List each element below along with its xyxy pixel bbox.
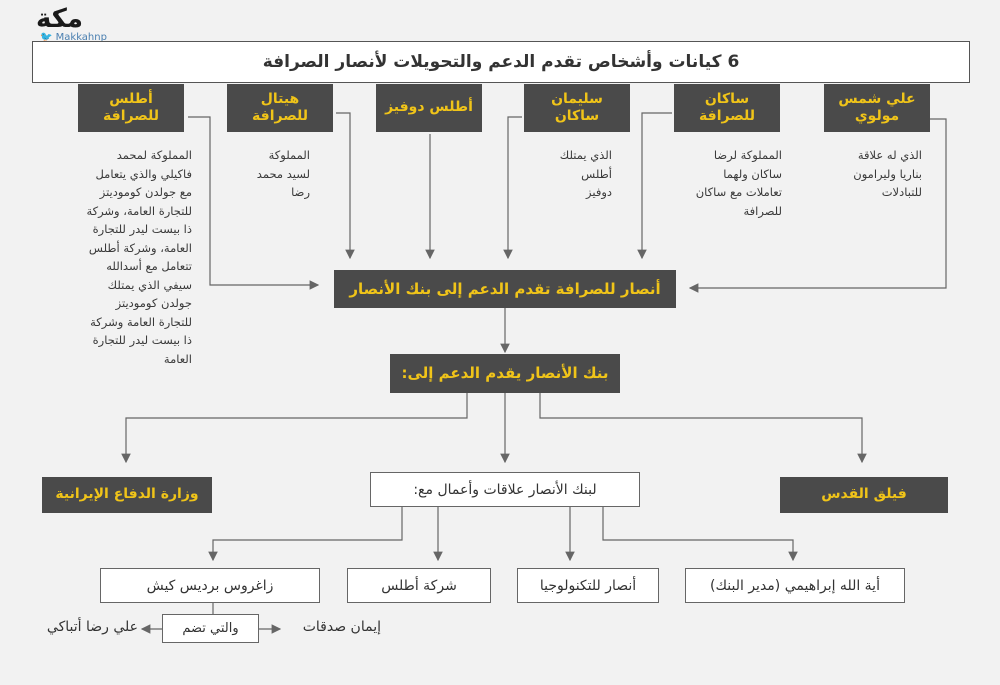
desc-line: الذي يمتلك [559, 148, 612, 162]
bank-supports-box: بنك الأنصار يقدم الدعم إلى: [390, 354, 620, 393]
logo-handle: 🐦 Makkahnp [40, 32, 107, 43]
desc-line: المملوكة [268, 148, 310, 162]
desc-line: للتجارة العامة، وشركة [86, 203, 192, 218]
person-iman-sedaghat: إيمان صدقات [302, 619, 381, 635]
desc-line: العامة، وشركة أطلس [88, 240, 192, 255]
desc-line: دوفيز [586, 185, 612, 199]
ansar-exchange-box: أنصار للصرافة تقدم الدعم إلى بنك الأنصار [334, 270, 676, 308]
desc-mowlavi: الذي له علاقة بناريا وليرامون للتبادلات [790, 146, 922, 202]
entity-soleiman-sakan: سليمان ساكان [524, 84, 630, 132]
defense-ministry-box: وزارة الدفاع الإيرانية [42, 477, 212, 513]
entity-atlas-devise: أطلس دوفيز [376, 84, 482, 132]
entity-mowlavi: علي شمس مولوي [824, 84, 930, 132]
desc-line: للتبادلات [881, 185, 922, 199]
desc-line: ذا بيست ليدر للتجارة [92, 222, 192, 236]
logo-handle-text: Makkahnp [55, 32, 107, 43]
desc-line: لسيد محمد [256, 166, 310, 181]
desc-atlas-exchange: المملوكة لمحمد فاكيلي والذي يتعامل مع جو… [50, 146, 192, 368]
desc-line: الذي له علاقة [857, 148, 922, 162]
desc-line: بناريا وليرامون [853, 166, 922, 181]
zagros-includes-box: والتي تضم [162, 614, 259, 643]
desc-line: رضا [291, 185, 310, 199]
quds-force-box: فيلق القدس [780, 477, 948, 513]
desc-line: العامة [163, 351, 192, 366]
desc-sakan-exchange: المملوكة لرضا ساكان ولهما تعاملات مع ساك… [648, 146, 782, 220]
desc-line: فاكيلي والذي يتعامل [95, 166, 192, 181]
desc-line: للصرافة [743, 203, 783, 218]
logo: مكة 🐦 Makkahnp [36, 4, 146, 44]
partner-zagros: زاغروس برديس كيش [100, 568, 320, 603]
desc-line: أطلس [581, 166, 612, 181]
desc-line: المملوكة لمحمد [116, 148, 192, 162]
desc-line: سيفي الذي يمتلك [107, 277, 192, 292]
partner-ansar-tech: أنصار للتكنولوجيا [517, 568, 659, 603]
entity-sakan-exchange: ساكان للصرافة [674, 84, 780, 132]
partner-ibrahimi: أية الله إبراهيمي (مدير البنك) [685, 568, 905, 603]
bank-relations-box: لبنك الأنصار علاقات وأعمال مع: [370, 472, 640, 507]
desc-heital-exchange: المملوكة لسيد محمد رضا [226, 146, 310, 202]
desc-line: تعاملات مع ساكان [695, 185, 782, 199]
desc-line: ساكان ولهما [723, 166, 782, 181]
desc-line: مع جولدن كوموديتز [99, 185, 192, 199]
partner-atlas-company: شركة أطلس [347, 568, 491, 603]
desc-line: ذا بيست ليدر للتجارة [92, 333, 192, 347]
twitter-bird-icon: 🐦 [40, 32, 53, 43]
desc-line: المملوكة لرضا [713, 148, 782, 162]
desc-line: للتجارة العامة وشركة [90, 314, 192, 329]
desc-line: تتعامل مع أسدالله [106, 259, 192, 273]
desc-line: جولدن كوموديتز [115, 296, 192, 310]
desc-soleiman-sakan: الذي يمتلك أطلس دوفيز [520, 146, 612, 202]
entity-atlas-exchange: أطلس للصرافة [78, 84, 184, 132]
logo-mark: مكة [36, 4, 84, 34]
person-alireza-atabaki: علي رضا أتباكي [46, 619, 138, 635]
entity-heital-exchange: هيتال للصرافة [227, 84, 333, 132]
diagram-title: 6 كيانات وأشخاص تقدم الدعم والتحويلات لأ… [32, 41, 970, 83]
